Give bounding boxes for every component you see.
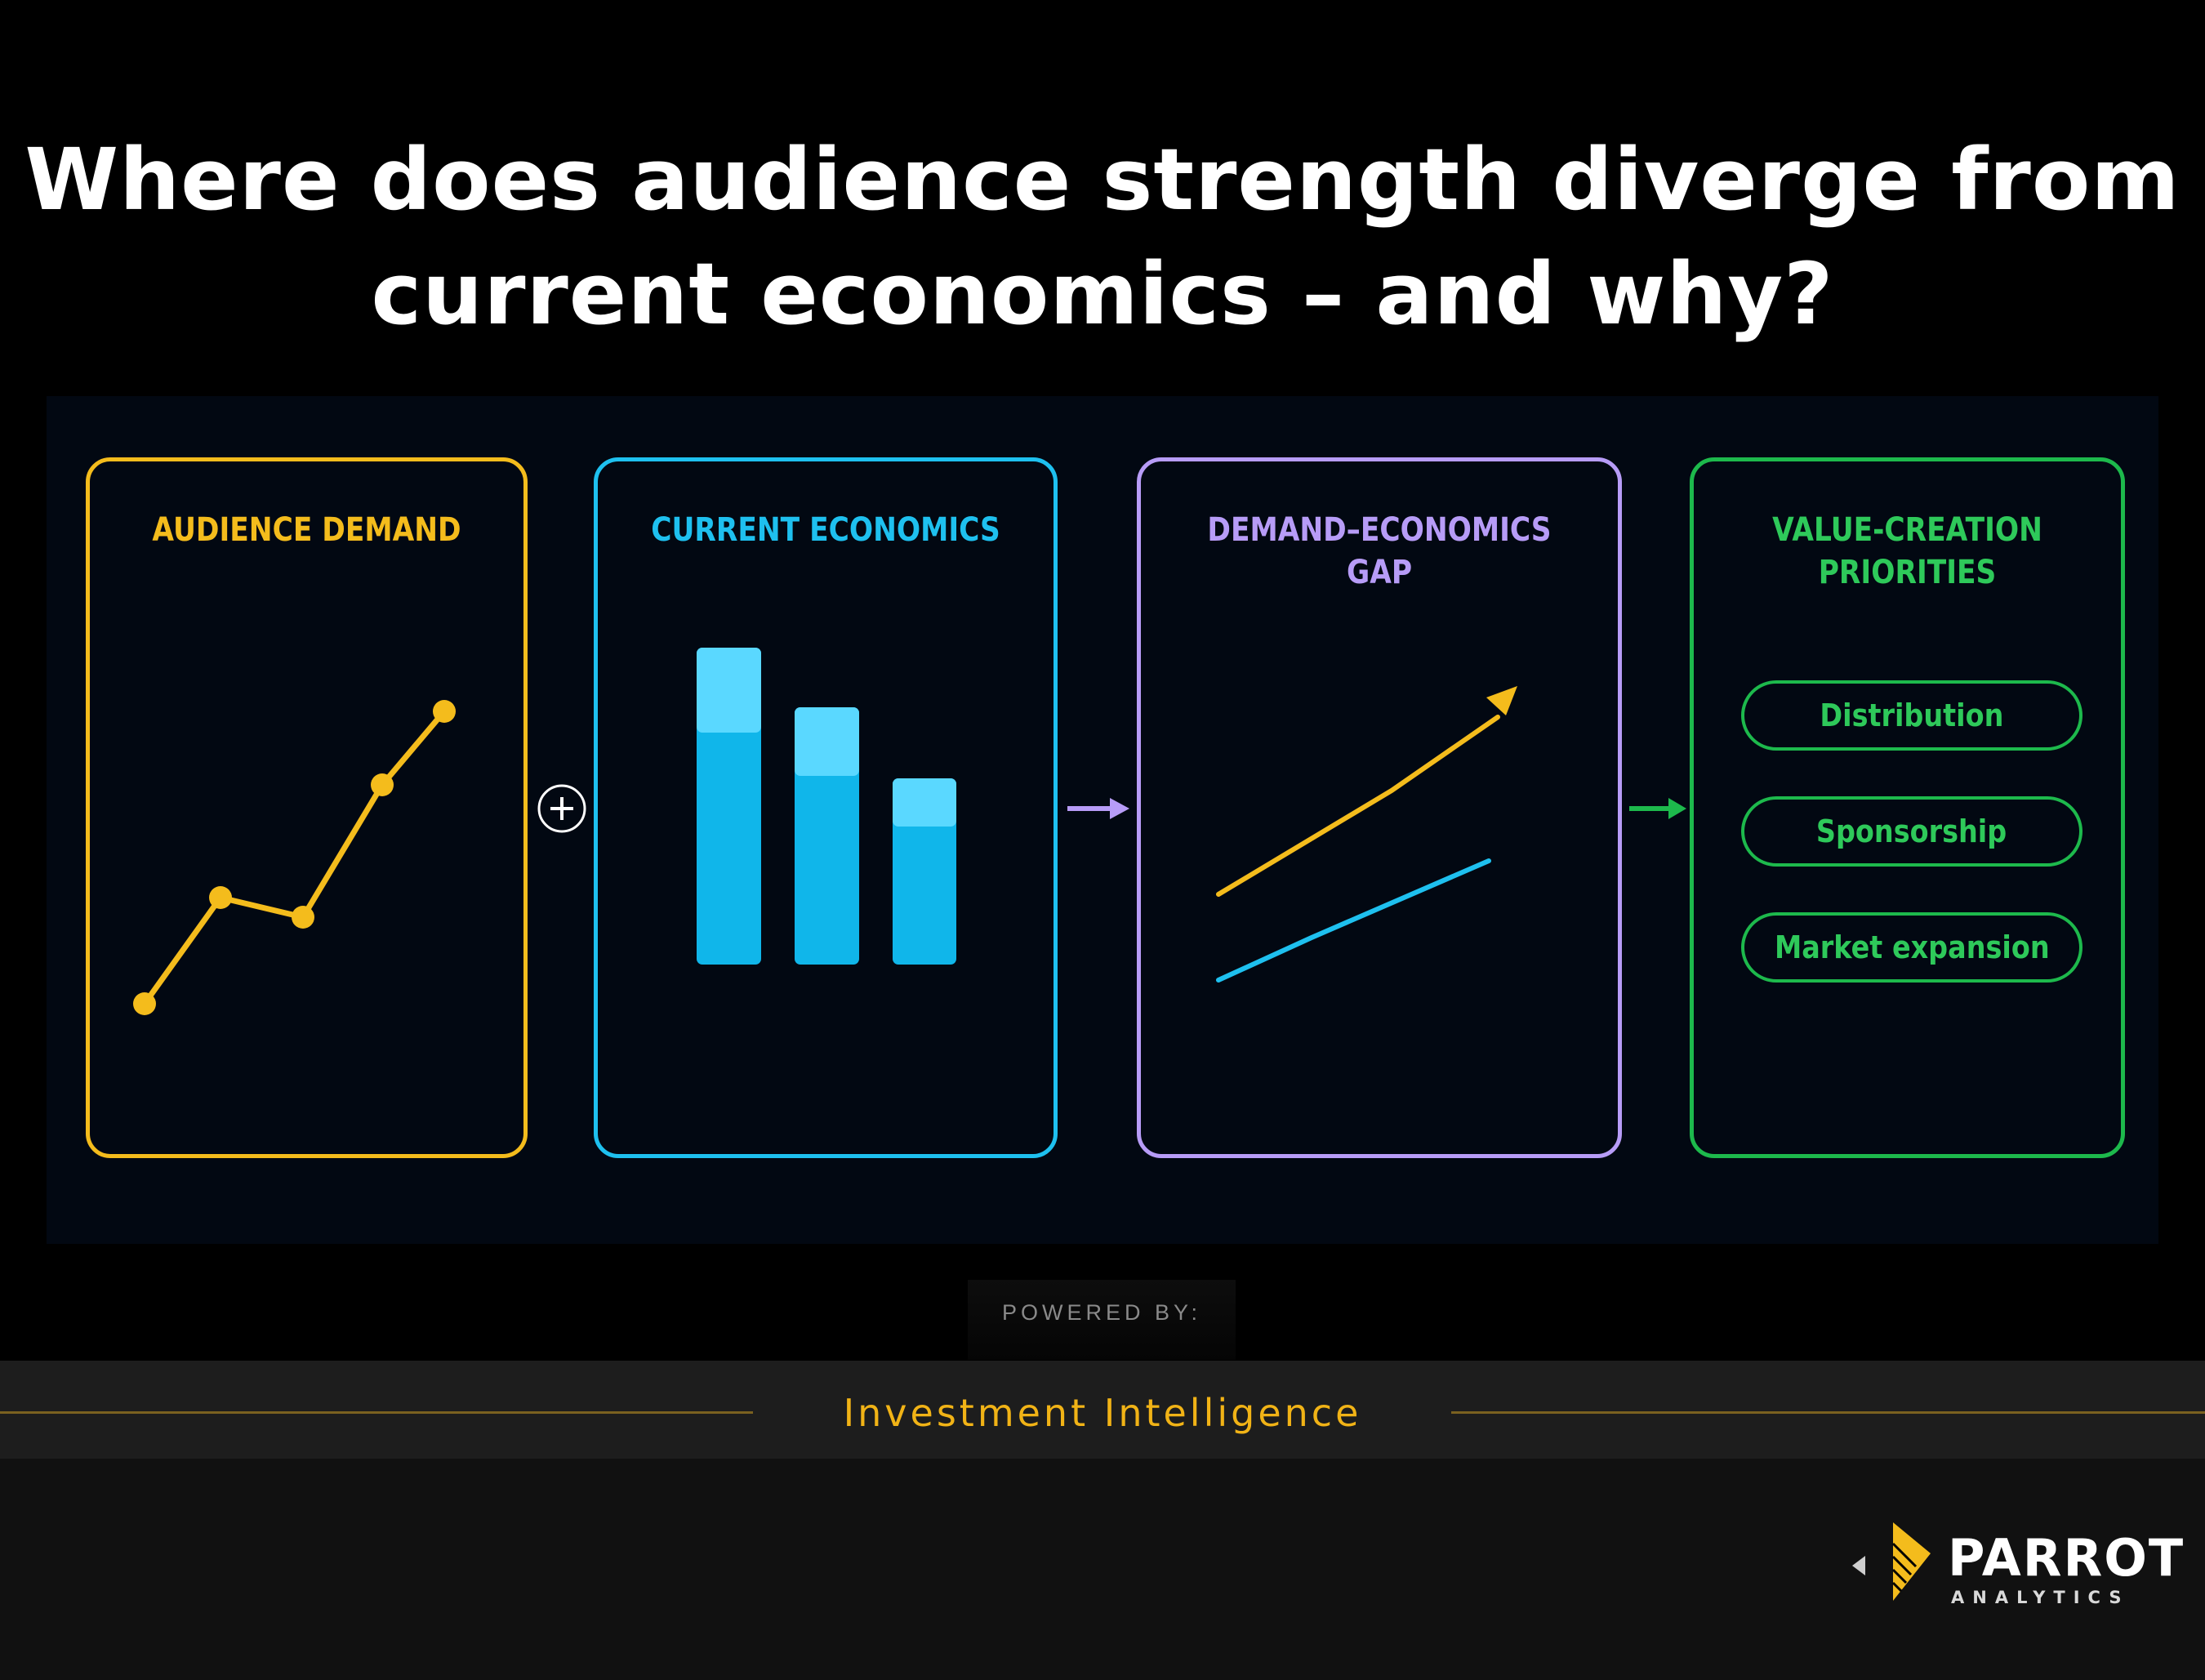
footer <box>0 1459 2205 1680</box>
page-title: Where does audience strength diverge fro… <box>0 123 2205 351</box>
demand-economics-gap-card: DEMAND–ECONOMICS GAP <box>1137 457 1622 1158</box>
band-divider-left <box>0 1411 753 1414</box>
audience-demand-title: AUDIENCE DEMAND <box>120 509 493 551</box>
diagram-panel: AUDIENCE DEMAND CURRENT ECONOMICS <box>47 396 2158 1244</box>
demand-economics-gap-title: DEMAND–ECONOMICS GAP <box>1174 509 1584 594</box>
footer-band: Investment Intelligence <box>0 1361 2205 1459</box>
priority-pill-label: Market expansion <box>1774 929 2050 965</box>
logo-subtitle: ANALYTICS <box>1951 1588 2130 1607</box>
priority-pill-sponsorship: Sponsorship <box>1741 796 2082 867</box>
priority-pill-market-expansion: Market expansion <box>1741 912 2082 983</box>
plus-circle-icon <box>537 784 586 833</box>
demand-economics-gap-title-line-2: GAP <box>1346 554 1413 591</box>
logo-wordmark: PARROT <box>1948 1528 2185 1588</box>
parrot-logo-icon <box>1852 1522 1931 1601</box>
diverging-lines-icon <box>1216 686 1517 983</box>
current-economics-title: CURRENT ECONOMICS <box>630 509 1022 551</box>
value-creation-priorities-title: VALUE-CREATION PRIORITIES <box>1724 509 2091 594</box>
priority-pill-label: Distribution <box>1820 697 2004 733</box>
line-trend-icon <box>133 700 456 1015</box>
priority-pill-distribution: Distribution <box>1741 680 2082 751</box>
current-economics-card: CURRENT ECONOMICS <box>594 457 1058 1158</box>
right-arrow-icon <box>1629 798 1686 819</box>
band-label: Investment Intelligence <box>843 1391 1362 1435</box>
page-title-line-1: Where does audience strength diverge fro… <box>24 130 2180 229</box>
value-creation-priorities-title-line-1: VALUE-CREATION <box>1772 511 2042 549</box>
bar-icon <box>697 648 956 965</box>
page-title-line-2: current economics – and why? <box>371 244 1834 344</box>
value-creation-priorities-card: VALUE-CREATION PRIORITIES Distribution S… <box>1690 457 2125 1158</box>
right-arrow-icon <box>1067 798 1129 819</box>
powered-by-label: POWERED BY: <box>968 1280 1236 1360</box>
value-creation-priorities-title-line-2: PRIORITIES <box>1818 554 1997 591</box>
demand-economics-gap-title-line-1: DEMAND–ECONOMICS <box>1207 511 1552 549</box>
audience-demand-card: AUDIENCE DEMAND <box>86 457 528 1158</box>
current-economics-title-line: CURRENT ECONOMICS <box>651 511 1000 549</box>
audience-demand-title-line: AUDIENCE DEMAND <box>152 511 461 549</box>
band-divider-right <box>1451 1411 2205 1414</box>
priority-pill-label: Sponsorship <box>1816 813 2007 849</box>
